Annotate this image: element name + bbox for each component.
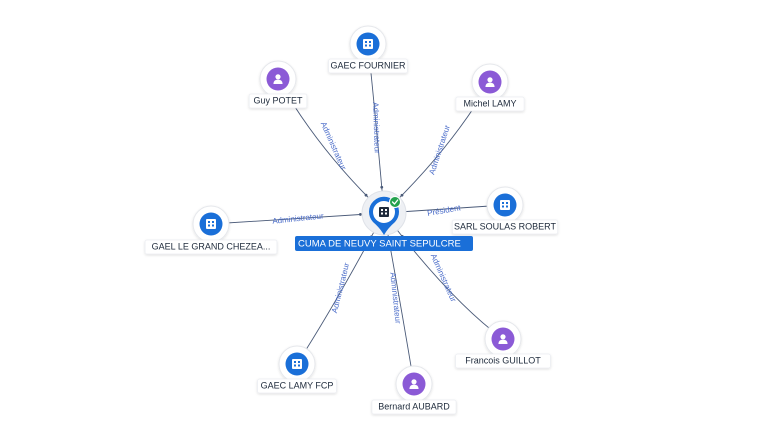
node-label-box	[451, 219, 559, 235]
edge-arrow	[400, 193, 404, 197]
node-label: GAEC LAMY FCP	[261, 380, 334, 390]
edge-label-bernard-aubard: Administrateur	[388, 272, 402, 325]
edge-label-michel-lamy: Administrateur	[427, 124, 452, 176]
building-icon	[500, 200, 510, 210]
edge-label-sarl-soulas-robert: Président	[427, 203, 463, 218]
check-icon	[389, 196, 401, 208]
edge-arrow	[380, 185, 384, 189]
node-label: Michel LAMY	[463, 98, 516, 108]
building-icon	[379, 207, 389, 217]
edge-label-francois-guillot: Administrateur	[429, 252, 458, 303]
node-label-box	[455, 96, 525, 112]
node-label: GAEL LE GRAND CHEZEA...	[152, 241, 271, 251]
center-node[interactable]: CUMA DE NEUVY SAINT SEPULCRE	[295, 190, 473, 251]
node-label: SARL SOULAS ROBERT	[454, 221, 557, 231]
node-label-box	[144, 239, 278, 255]
edge-label-gael-le-grand-chezeau: Administrateur	[272, 211, 325, 225]
edge-arrow	[358, 213, 362, 216]
node-label-box	[257, 378, 337, 394]
edge-label-gaec-lamy-fcp: Administrateur	[330, 261, 351, 314]
edge-label-gaec-fournier: Administrateur	[371, 102, 382, 154]
building-icon	[206, 219, 216, 229]
building-icon	[363, 39, 373, 49]
node-label: Bernard AUBARD	[378, 401, 450, 411]
center-label: CUMA DE NEUVY SAINT SEPULCRE	[298, 239, 461, 250]
node-michel-lamy[interactable]: Michel LAMY	[455, 63, 525, 112]
node-label: Guy POTET	[253, 95, 303, 105]
node-gaec-lamy-fcp[interactable]: GAEC LAMY FCP	[257, 345, 337, 394]
node-label-box	[455, 353, 551, 369]
node-guy-potet[interactable]: Guy POTET	[248, 60, 308, 109]
building-icon	[292, 359, 302, 369]
node-label-box	[371, 399, 457, 415]
node-label-box	[328, 58, 408, 74]
edge-arrow	[364, 193, 368, 197]
node-sarl-soulas-robert[interactable]: SARL SOULAS ROBERT	[451, 186, 559, 235]
node-gaec-fournier[interactable]: GAEC FOURNIER	[328, 25, 408, 74]
node-bernard-aubard[interactable]: Bernard AUBARD	[371, 365, 457, 415]
node-label-box	[248, 93, 308, 109]
node-label: Francois GUILLOT	[465, 355, 541, 365]
node-label: GAEC FOURNIER	[330, 60, 406, 70]
node-francois-guillot[interactable]: Francois GUILLOT	[455, 320, 551, 369]
node-gael-le-grand-chezeau[interactable]: GAEL LE GRAND CHEZEA...	[144, 205, 278, 255]
center-label-box	[295, 236, 473, 251]
